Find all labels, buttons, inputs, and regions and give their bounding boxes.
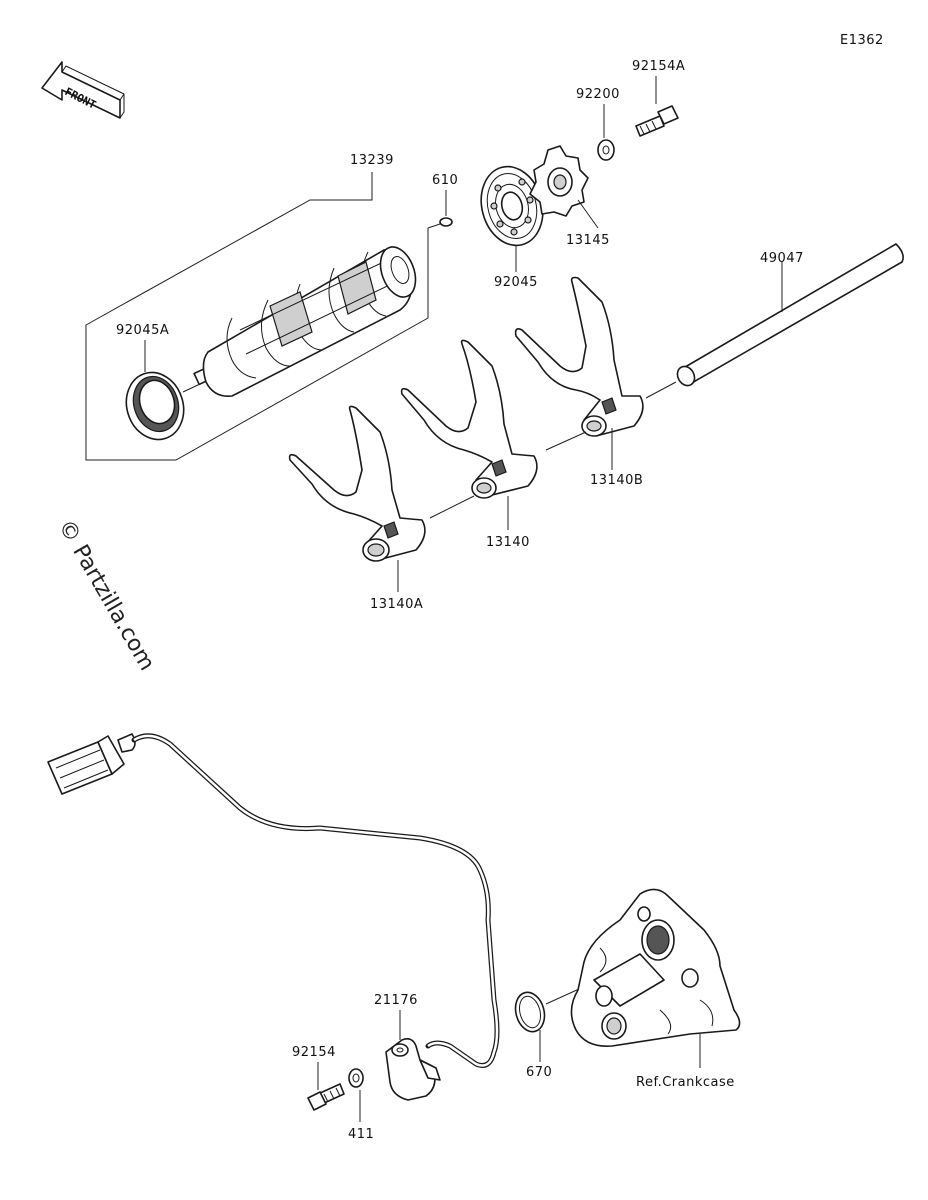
part-13239-shift-drum[interactable] <box>193 242 422 398</box>
part-13140-shift-fork[interactable] <box>400 339 587 530</box>
crankcase-reference <box>570 888 741 1068</box>
part-21176-sensor[interactable] <box>47 733 500 1101</box>
part-670-o-ring[interactable] <box>511 983 591 1062</box>
part-49047-shaft[interactable] <box>645 243 904 399</box>
watermark: © Partzilla.com <box>53 516 160 676</box>
label-411: 411 <box>348 1127 374 1142</box>
label-13239: 13239 <box>350 153 394 168</box>
label-49047: 49047 <box>760 251 804 266</box>
label-610: 610 <box>432 173 458 188</box>
diagram-code: E1362 <box>840 33 884 48</box>
label-670: 670 <box>526 1065 552 1080</box>
label-92154: 92154 <box>292 1045 336 1060</box>
label-13140B: 13140B <box>590 473 643 488</box>
part-92045A-bearing[interactable] <box>118 340 201 447</box>
label-13145: 13145 <box>566 233 610 248</box>
shift-drum-bracket <box>85 172 429 461</box>
part-411-washer[interactable] <box>348 1068 364 1122</box>
label-13140A: 13140A <box>370 597 423 612</box>
label-92045A: 92045A <box>116 323 169 338</box>
label-ref-crankcase: Ref.Crankcase <box>636 1075 735 1090</box>
part-92154-bolt[interactable] <box>307 1062 345 1111</box>
part-13140B-shift-fork[interactable] <box>514 276 644 471</box>
part-610-pin[interactable] <box>427 190 453 229</box>
part-13145-cam[interactable] <box>529 145 599 229</box>
label-92200: 92200 <box>576 87 620 102</box>
part-13140A-shift-fork[interactable] <box>288 405 475 592</box>
part-92154A-bolt[interactable] <box>635 76 679 137</box>
label-92045: 92045 <box>494 275 538 290</box>
label-21176: 21176 <box>374 993 418 1008</box>
part-92200-washer[interactable] <box>597 104 615 161</box>
label-13140: 13140 <box>486 535 530 550</box>
front-arrow-icon: FRONT <box>41 61 125 119</box>
label-92154A: 92154A <box>632 59 685 74</box>
